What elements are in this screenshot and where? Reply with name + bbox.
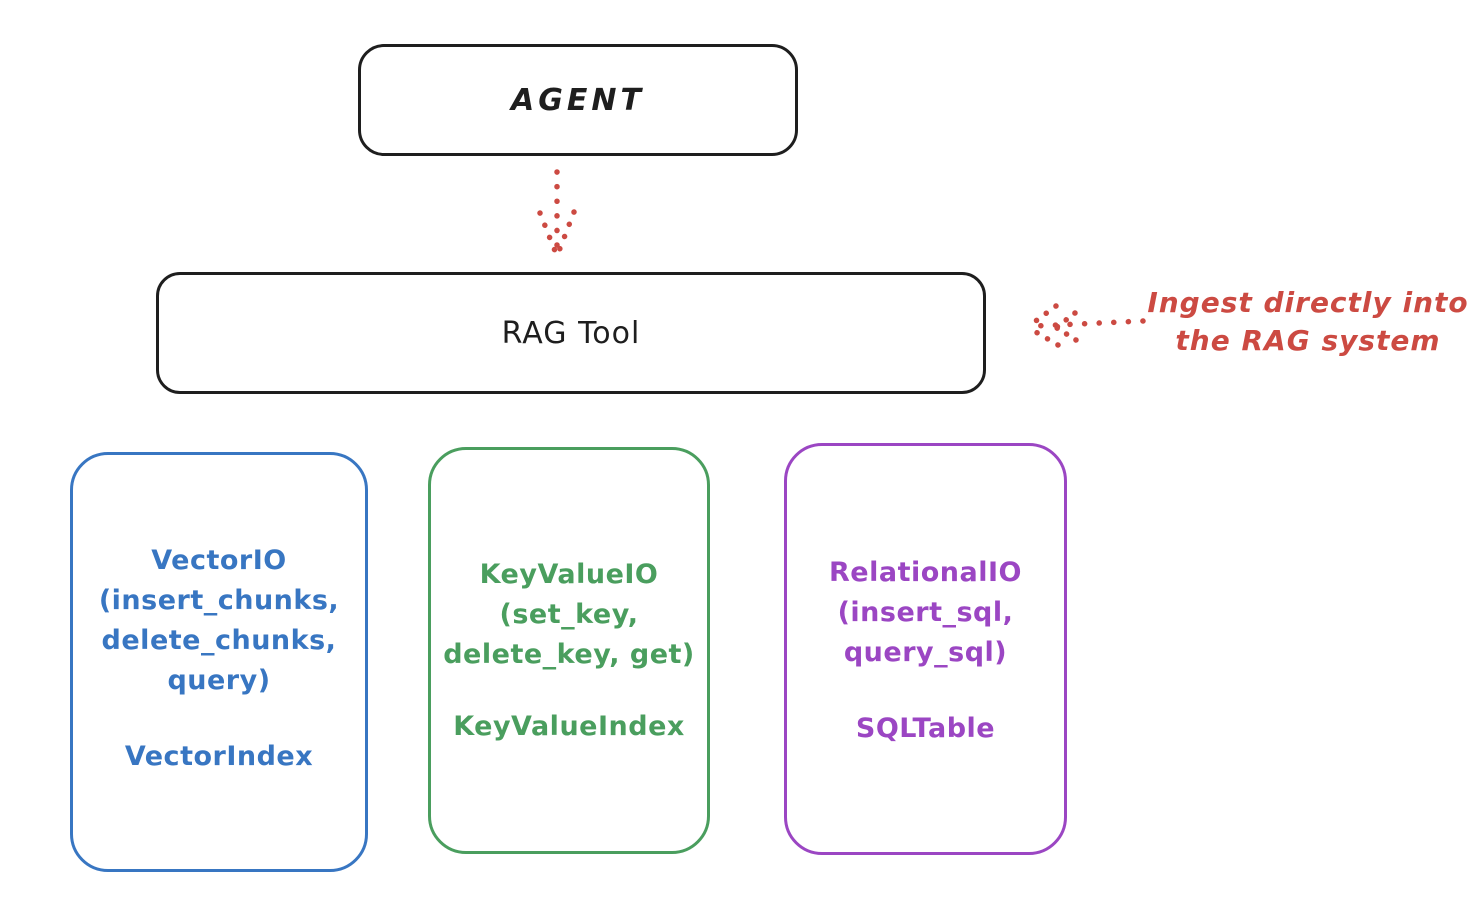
agent-label: AGENT xyxy=(511,82,645,118)
keyvalue-io-line: delete_key, get) xyxy=(443,639,695,670)
vector-io-node: VectorIO (insert_chunks, delete_chunks, … xyxy=(70,452,368,872)
keyvalue-io-node: KeyValueIO (set_key, delete_key, get) Ke… xyxy=(428,447,710,854)
agent-to-rag-arrow-icon xyxy=(537,169,577,256)
keyvalue-io-text: KeyValueIO (set_key, delete_key, get) xyxy=(443,555,695,675)
ingest-annotation-line2: the RAG system xyxy=(1175,324,1441,357)
rag-tool-node: RAG Tool xyxy=(156,272,986,394)
keyvalue-index-label: KeyValueIndex xyxy=(453,711,685,742)
ingest-to-rag-arrow-icon xyxy=(1026,303,1146,348)
vector-io-text: VectorIO (insert_chunks, delete_chunks, … xyxy=(99,541,339,701)
rag-tool-label: RAG Tool xyxy=(501,315,641,351)
relational-io-line: (insert_sql, xyxy=(837,597,1014,628)
relational-io-node: RelationalIO (insert_sql, query_sql) SQL… xyxy=(784,443,1067,855)
keyvalue-io-line: KeyValueIO xyxy=(479,559,659,590)
agent-node: AGENT xyxy=(358,44,798,156)
vector-io-line: VectorIO xyxy=(151,545,287,576)
vector-io-line: query) xyxy=(167,665,271,696)
vector-io-line: delete_chunks, xyxy=(101,625,337,656)
sql-table-label: SQLTable xyxy=(855,713,996,744)
ingest-annotation: Ingest directly into the RAG system xyxy=(1133,284,1483,360)
vector-index-label: VectorIndex xyxy=(124,741,314,772)
ingest-annotation-line1: Ingest directly into xyxy=(1147,286,1469,319)
relational-io-line: query_sql) xyxy=(843,637,1008,668)
relational-io-line: RelationalIO xyxy=(829,557,1022,588)
keyvalue-io-line: (set_key, xyxy=(499,599,639,630)
relational-io-text: RelationalIO (insert_sql, query_sql) xyxy=(829,553,1022,673)
vector-io-line: (insert_chunks, xyxy=(98,585,340,616)
